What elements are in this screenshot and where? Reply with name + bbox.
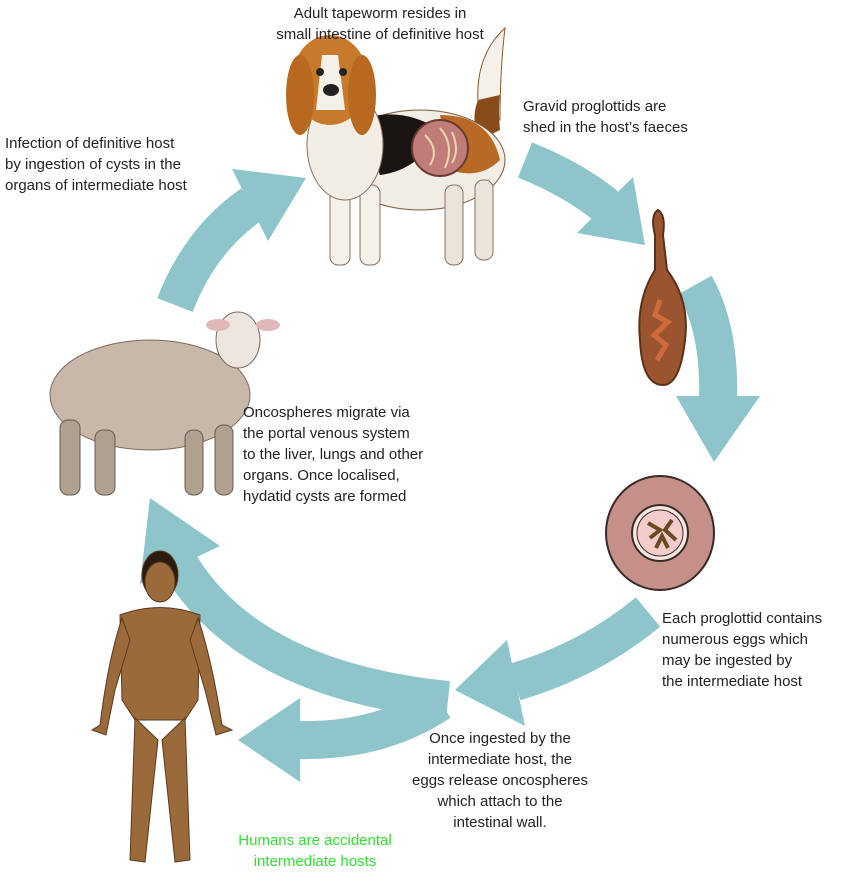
arrowhead-4 [455,640,525,726]
arrow-sheep-to-dog [157,188,264,313]
label-adult-tapeworm: Adult tapeworm resides in small intestin… [276,5,484,43]
arrow-egg-to-intestine [509,597,661,701]
label-each-proglottid: Each proglottid contains numerous eggs w… [662,610,823,690]
label-oncospheres-migrate: Oncospheres migrate via the portal venou… [243,404,424,505]
arrowhead-6 [238,698,300,782]
arrow-dog-to-proglottid [517,142,620,222]
label-once-ingested: Once ingested by the intermediate host, … [412,730,588,831]
human-illustration [90,550,234,863]
arrowhead-1 [232,169,306,241]
arrow-intestine-to-human [297,686,451,760]
arrow-proglottid-to-egg [678,275,738,399]
arrowhead-2 [577,177,645,245]
sheep-illustration [49,311,280,496]
egg-illustration [605,475,715,591]
arrow-intestine-to-sheep [163,554,450,719]
label-gravid-proglottids: Gravid proglottids are shed in the host’… [523,98,688,136]
proglottid-illustration [638,208,687,387]
label-infection-definitive-host: Infection of definitive host by ingestio… [5,135,187,194]
label-humans-accidental-hosts: Humans are accidental intermediate hosts [238,832,392,870]
dog-illustration [286,26,506,266]
arrowhead-3 [676,396,760,462]
